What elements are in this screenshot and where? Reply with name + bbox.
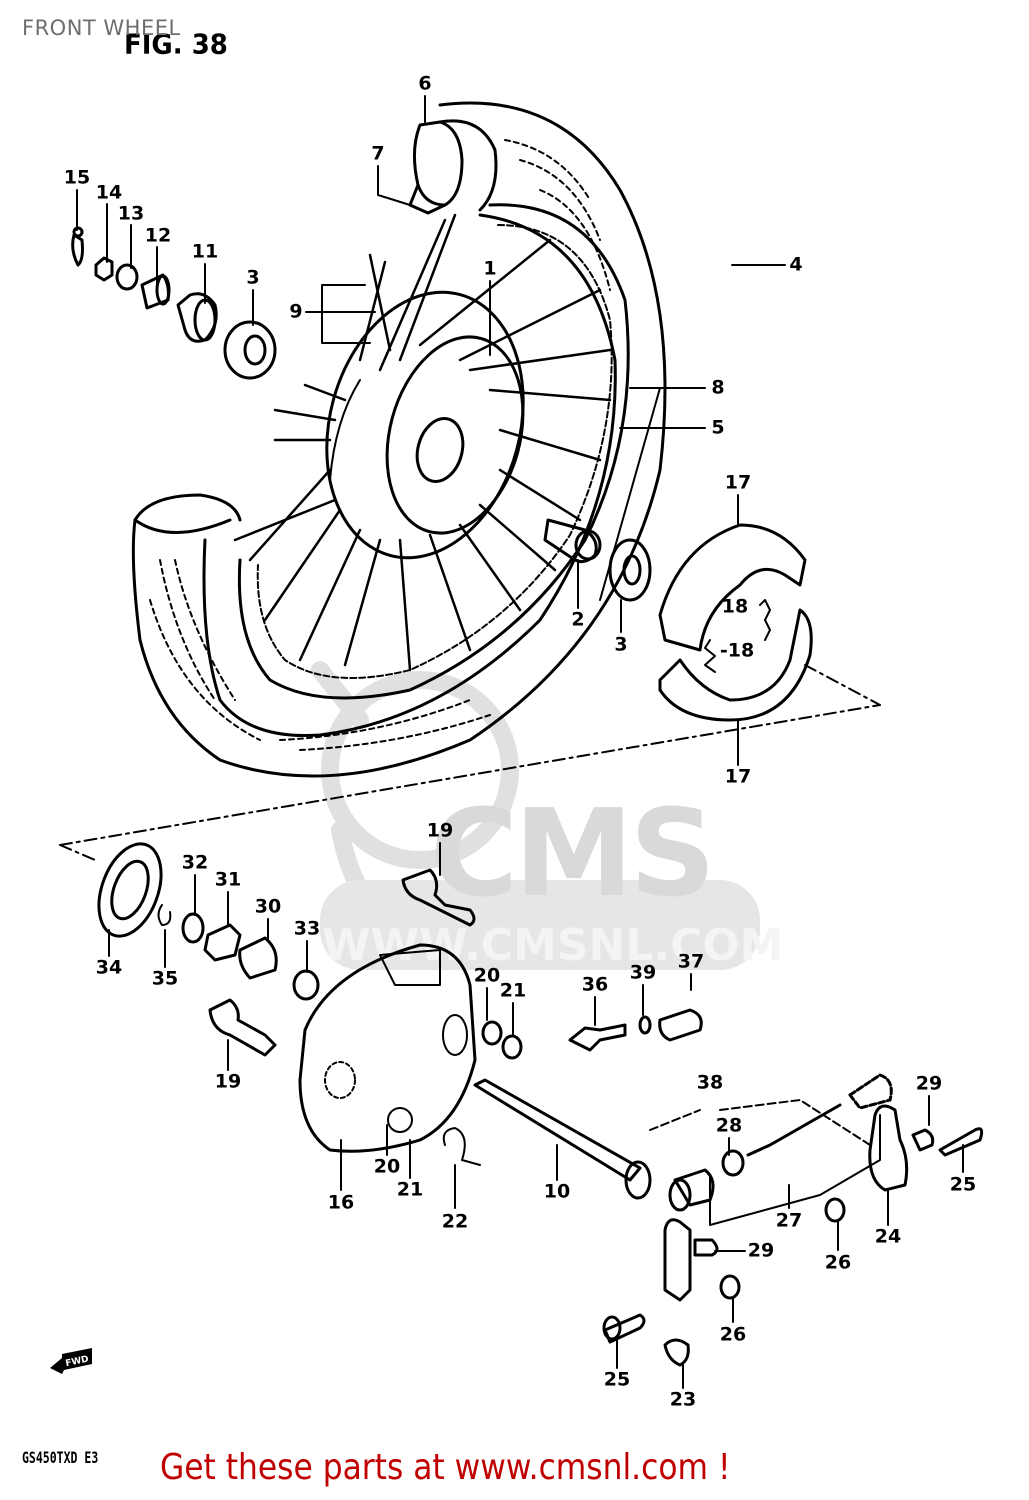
part-callout-c39[interactable]: 39 bbox=[629, 961, 657, 984]
part-callout-c25b[interactable]: 25 bbox=[603, 1368, 631, 1391]
part-callout-c13[interactable]: 13 bbox=[117, 202, 145, 225]
part-callout-c26a[interactable]: 26 bbox=[824, 1251, 852, 1274]
speedometer-drive-drawing bbox=[208, 868, 476, 1057]
part-callout-c1[interactable]: 1 bbox=[483, 257, 497, 280]
part-callout-c15[interactable]: 15 bbox=[63, 166, 91, 189]
part-callout-c22[interactable]: 22 bbox=[441, 1210, 469, 1233]
forward-direction-arrow-icon: FWD bbox=[50, 1348, 92, 1374]
part-callout-c19a[interactable]: 19 bbox=[426, 819, 454, 842]
brake-lever-assembly-drawing bbox=[568, 1008, 984, 1367]
part-callout-c30[interactable]: 30 bbox=[254, 895, 282, 918]
part-callout-c23[interactable]: 23 bbox=[669, 1388, 697, 1411]
part-callout-c25a[interactable]: 25 bbox=[949, 1173, 977, 1196]
part-callout-c17b[interactable]: 17 bbox=[724, 765, 752, 788]
brake-panel-drawing bbox=[298, 943, 523, 1153]
tube-and-rimband-drawing bbox=[408, 119, 498, 215]
part-callout-c8[interactable]: 8 bbox=[711, 376, 725, 399]
tire-drawing bbox=[131, 101, 667, 778]
part-callout-c29b[interactable]: 29 bbox=[747, 1239, 775, 1262]
part-callout-c3b[interactable]: 3 bbox=[614, 633, 628, 656]
spokes-drawing bbox=[233, 213, 612, 672]
axle-stack-left-drawing bbox=[71, 226, 277, 380]
part-callout-c10[interactable]: 10 bbox=[543, 1180, 571, 1203]
part-callout-c4[interactable]: 4 bbox=[789, 253, 803, 276]
part-callout-c20a[interactable]: 20 bbox=[473, 964, 501, 987]
part-callout-c6[interactable]: 6 bbox=[418, 72, 432, 95]
part-callout-c19b[interactable]: 19 bbox=[214, 1070, 242, 1093]
part-callout-c16[interactable]: 16 bbox=[327, 1191, 355, 1214]
part-callout-c28[interactable]: 28 bbox=[715, 1114, 743, 1137]
part-callout-c20b[interactable]: 20 bbox=[373, 1155, 401, 1178]
part-callout-c36[interactable]: 36 bbox=[581, 973, 609, 996]
part-callout-c35[interactable]: 35 bbox=[151, 967, 179, 990]
leader-lines bbox=[76, 95, 964, 1389]
divider-lines bbox=[59, 664, 881, 861]
part-callout-c3a[interactable]: 3 bbox=[246, 266, 260, 289]
part-callout-c14[interactable]: 14 bbox=[95, 181, 123, 204]
part-callout-c37[interactable]: 37 bbox=[677, 950, 705, 973]
part-callout-c27[interactable]: 27 bbox=[775, 1209, 803, 1232]
rim-drawing bbox=[237, 203, 630, 700]
brake-shoes-drawing bbox=[658, 523, 813, 722]
part-callout-c24[interactable]: 24 bbox=[874, 1225, 902, 1248]
part-callout-c38[interactable]: 38 bbox=[696, 1071, 724, 1094]
watermark-url: WWW.CMSNL.COM bbox=[322, 920, 784, 971]
model-code: GS450TXD E3 bbox=[22, 1448, 99, 1467]
fwd-label: FWD bbox=[65, 1354, 90, 1369]
part-callout-c32[interactable]: 32 bbox=[181, 851, 209, 874]
watermark-brand: CMS bbox=[430, 785, 716, 924]
hub-drawing bbox=[325, 290, 525, 560]
part-callout-c29a[interactable]: 29 bbox=[915, 1072, 943, 1095]
part-callout-c5[interactable]: 5 bbox=[711, 416, 725, 439]
part-callout-c12[interactable]: 12 bbox=[144, 224, 172, 247]
part-callout-c31[interactable]: 31 bbox=[214, 868, 242, 891]
part-callout-c21b[interactable]: 21 bbox=[396, 1178, 424, 1201]
cms-watermark-logo bbox=[311, 661, 760, 970]
part-callout-c26b[interactable]: 26 bbox=[719, 1323, 747, 1346]
part-callout-c17a[interactable]: 17 bbox=[724, 471, 752, 494]
part-callout-c34[interactable]: 34 bbox=[95, 956, 123, 979]
part-callout-c2[interactable]: 2 bbox=[571, 608, 585, 631]
part-callout-c21a[interactable]: 21 bbox=[499, 979, 527, 1002]
part-callout-c7[interactable]: 7 bbox=[371, 142, 385, 165]
figure-number: FIG. 38 bbox=[124, 29, 228, 61]
part-callout-c9[interactable]: 9 bbox=[289, 300, 303, 323]
part-callout-c18a[interactable]: 18 bbox=[721, 595, 749, 618]
promo-link[interactable]: Get these parts at www.cmsnl.com ! bbox=[160, 1447, 731, 1488]
axle-and-clip-drawing bbox=[442, 1078, 652, 1200]
part-callout-c18b[interactable]: -18 bbox=[719, 639, 755, 662]
part-callout-c33[interactable]: 33 bbox=[293, 917, 321, 940]
part-callout-c11[interactable]: 11 bbox=[191, 240, 219, 263]
speedo-gear-set-drawing bbox=[97, 842, 320, 1001]
page-title: FRONT WHEEL bbox=[22, 16, 181, 40]
